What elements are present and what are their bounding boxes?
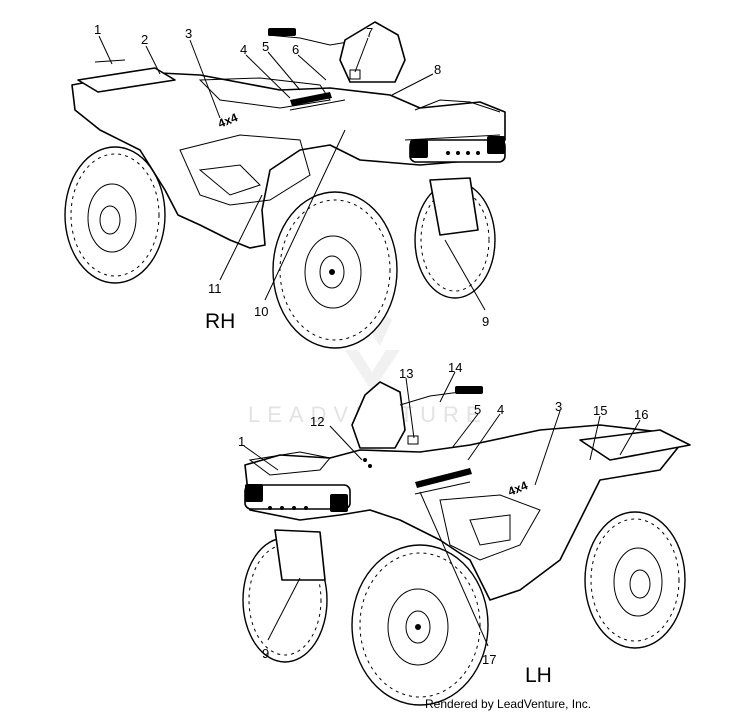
lh-callout-4: 4 xyxy=(497,402,504,417)
rh-callout-11: 11 xyxy=(208,281,222,296)
rh-leader-lines xyxy=(98,35,486,311)
lh-callout-17: 17 xyxy=(482,652,496,667)
lh-callout-1: 1 xyxy=(238,434,245,449)
rh-callout-5: 5 xyxy=(262,39,269,54)
rh-callout-7: 7 xyxy=(366,25,373,40)
lh-callout-13: 13 xyxy=(399,366,413,381)
lh-label: LH xyxy=(525,664,552,687)
rh-callout-4: 4 xyxy=(240,42,247,57)
rh-callout-6: 6 xyxy=(292,42,299,57)
lh-callout-5: 5 xyxy=(474,402,481,417)
lh-callout-numbers: 1 12 13 14 5 4 3 15 16 9 17 xyxy=(238,360,648,667)
lh-callout-3: 3 xyxy=(555,399,562,414)
rh-callout-8: 8 xyxy=(434,62,441,77)
lh-callout-14: 14 xyxy=(448,360,462,375)
lh-callout-16: 16 xyxy=(634,407,648,422)
credit-text: Rendered by LeadVenture, Inc. xyxy=(425,697,591,711)
lh-callout-9: 9 xyxy=(262,646,269,661)
rh-callout-9: 9 xyxy=(482,314,489,329)
atv-rh-drawing: 4x4 xyxy=(64,21,506,349)
rh-callout-numbers: 1 2 3 4 5 6 7 8 9 10 11 xyxy=(94,22,489,329)
lh-callout-15: 15 xyxy=(593,403,607,418)
rh-callout-10: 10 xyxy=(254,304,268,319)
atv-lh-drawing: 4x4 xyxy=(242,381,691,706)
lh-leader-lines xyxy=(243,371,641,647)
rh-callout-1: 1 xyxy=(94,22,101,37)
rh-callout-3: 3 xyxy=(185,26,192,41)
rh-label: RH xyxy=(205,310,235,333)
rh-callout-2: 2 xyxy=(141,32,148,47)
lh-callout-12: 12 xyxy=(310,414,324,429)
